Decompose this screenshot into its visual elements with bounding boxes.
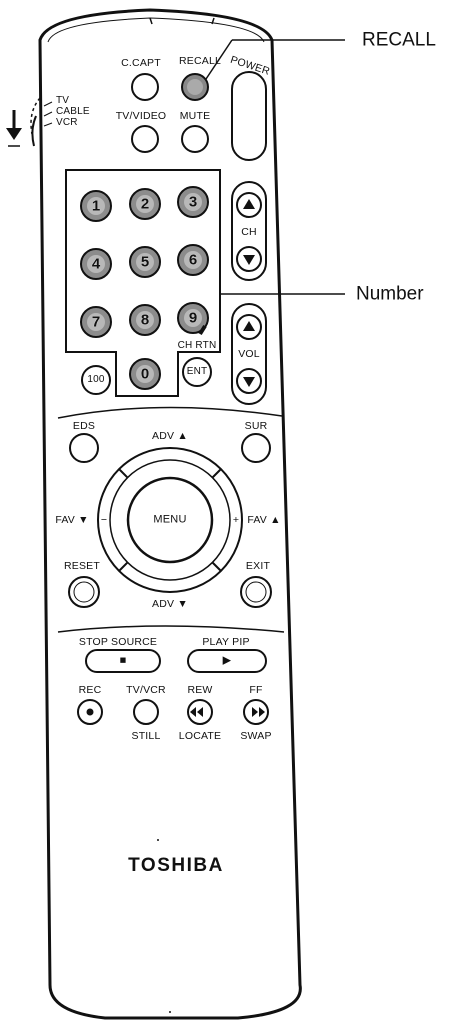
exit-label: EXIT [245,559,271,572]
vol-down-icon [243,377,255,387]
stop-icon: ■ [119,654,127,667]
tvvideo-label: TV/VIDEO [115,109,167,122]
mode-tv-label: TV [56,95,70,106]
adv-down-label: ADV ▼ [152,597,188,610]
ccapt-label: C.CAPT [121,56,161,69]
play-pip-label: PLAY PIP [202,635,250,648]
mute-button [181,125,209,153]
swap-label: SWAP [240,729,272,742]
transport-separator [57,625,285,633]
rec-label: REC [78,683,102,696]
tvvcr-button [133,699,159,725]
adv-up-label: ADV ▲ [152,429,188,442]
vol-label: VOL [238,347,260,360]
ff-icon [252,707,258,717]
play-icon: ▶ [222,654,232,667]
rew-icon [190,707,196,717]
recall-label: RECALL [178,54,222,67]
key-3-label: 3 [188,193,198,211]
mute-label: MUTE [179,109,211,122]
play-button [187,649,267,673]
ch-down-icon [243,255,255,265]
ccapt-button [131,73,159,101]
tvvideo-button [131,125,159,153]
nav-separator [57,406,283,419]
exit-button [240,576,272,608]
stop-button [85,649,161,673]
key-100 [81,365,111,395]
plus-label: + [232,513,240,526]
down-arrow-icon [6,128,22,140]
recall-callout-line [205,39,233,80]
reset-button [68,576,100,608]
menu-button [126,476,214,564]
nav-ring-inner [109,459,231,581]
key-0-label: 0 [140,365,150,383]
key-6-label: 6 [188,251,198,269]
ch-label: CH [241,225,257,238]
key-4-label: 4 [91,255,101,273]
key-1-label: 1 [91,197,101,215]
mode-vcr-label: VCR [56,117,78,128]
number-keys [80,186,209,390]
key-5-label: 5 [140,253,150,271]
key-7-label: 7 [91,313,101,331]
ch-up-icon [243,199,255,209]
menu-label: MENU [153,513,187,526]
rew-label: REW [187,683,213,696]
fav-up-label: FAV ▲ [247,513,281,526]
eds-button [69,433,99,463]
mode-switch-slot [30,97,41,135]
fav-down-label: FAV ▼ [55,513,89,526]
chrtn-label: CH RTN [177,340,217,351]
key-100-label: 100 [87,374,105,385]
key-9-label: 9 [188,309,198,327]
power-button [231,71,267,161]
locate-label: LOCATE [178,729,222,742]
number-pad-frame [65,169,221,397]
eds-label: EDS [72,419,96,432]
minus-label: − [100,513,108,526]
key-8-label: 8 [140,311,150,329]
stop-source-label: STOP SOURCE [78,635,158,648]
ff-label: FF [249,683,263,696]
mode-cable-label: CABLE [56,106,90,117]
recall-callout-label: RECALL [362,29,436,51]
vol-up-icon [243,321,255,331]
brand-logo: TOSHIBA [128,855,224,876]
sur-button [241,433,271,463]
number-callout-label: Number [356,283,424,305]
reset-label: RESET [63,559,101,572]
ent-label: ENT [186,366,208,377]
tvvcr-label: TV/VCR [126,683,166,696]
sur-label: SUR [244,419,268,432]
ent-button [182,357,212,387]
key-2-label: 2 [140,195,150,213]
still-label: STILL [131,729,161,742]
